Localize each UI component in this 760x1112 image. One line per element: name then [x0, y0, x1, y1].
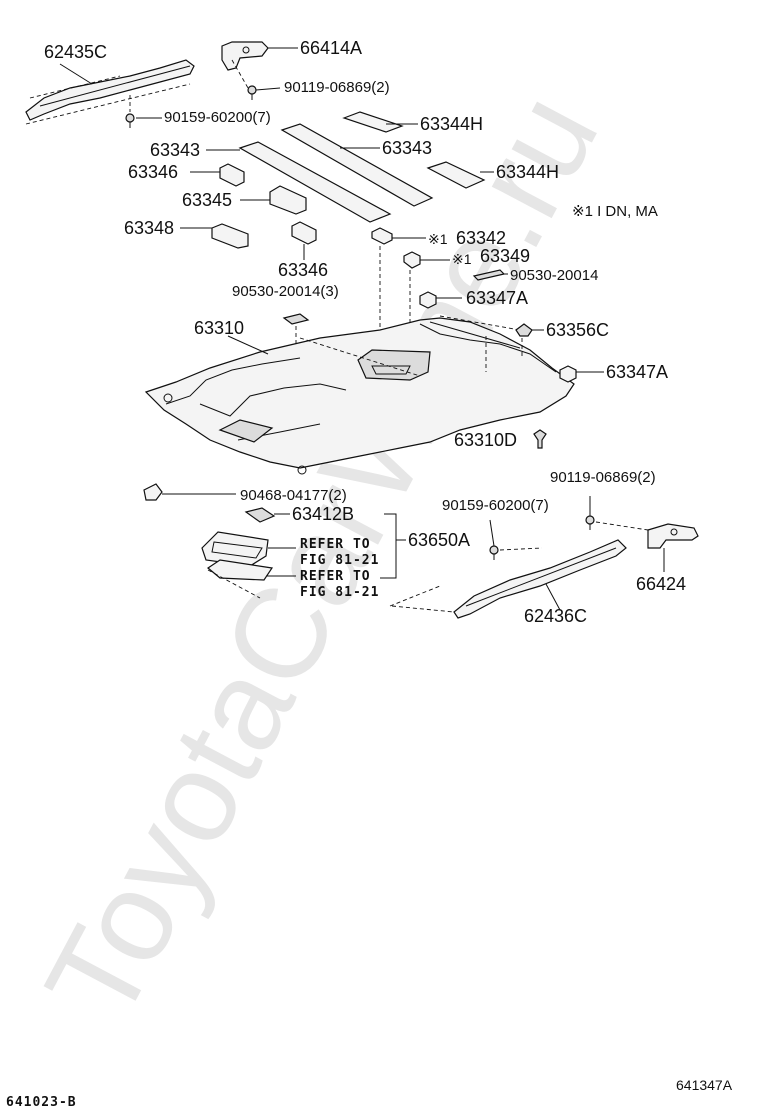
- refer-to-line-2: REFER TO: [300, 569, 371, 584]
- label-90530-20014: 90530-20014: [510, 267, 598, 284]
- label-63412b: 63412B: [292, 504, 354, 524]
- label-90530-20014-3: 90530-20014(3): [232, 283, 339, 300]
- screw-icon: [247, 85, 257, 100]
- mark-label-63349: ※1: [452, 251, 472, 267]
- label-63310d: 63310D: [454, 430, 517, 450]
- label-63344h-right: 63344H: [496, 162, 559, 182]
- block-63348: [211, 223, 249, 249]
- block-63346-upper: [219, 163, 245, 187]
- label-63349: 63349: [480, 246, 530, 266]
- label-63650a: 63650A: [408, 530, 470, 550]
- label-63348: 63348: [124, 218, 174, 238]
- bracket-66414a-drawing: [221, 41, 269, 71]
- label-63343-left: 63343: [150, 140, 200, 160]
- label-62436c: 62436C: [524, 606, 587, 626]
- refer-to-line-1: REFER TO: [300, 537, 371, 552]
- pad-63343-long-1: [280, 123, 434, 207]
- room-lamp-drawing: [201, 531, 274, 581]
- label-63343-right: 63343: [382, 138, 432, 158]
- label-90159-60200-upper: 90159-60200(7): [164, 109, 271, 126]
- bulb-63412b-icon: [244, 507, 276, 523]
- label-66414a: 66414A: [300, 38, 362, 58]
- screw-icon: [585, 515, 595, 530]
- label-63347a-lower: 63347A: [606, 362, 668, 382]
- footer-left-code: 641023-B: [6, 1095, 77, 1110]
- mark-label-63342: ※1: [428, 231, 448, 247]
- block-63345: [269, 185, 307, 215]
- label-90119-06869-upper: 90119-06869(2): [284, 79, 390, 96]
- label-90159-60200-lower: 90159-60200(7): [442, 497, 549, 514]
- label-90119-06869-lower: 90119-06869(2): [550, 469, 656, 486]
- label-66424: 66424: [636, 574, 686, 594]
- assist-grip-62435c-drawing: [25, 59, 195, 125]
- pad-63343-long-2: [238, 141, 392, 223]
- block-63346-lower: [291, 221, 317, 245]
- pad-63342: [371, 227, 393, 245]
- label-62435c: 62435C: [44, 42, 107, 62]
- footer-right-code: 641347A: [676, 1077, 733, 1093]
- clip-63310d-icon: [533, 429, 547, 449]
- clip-90468-icon: [143, 483, 163, 501]
- block-63347a-lower: [559, 365, 577, 383]
- label-63356c: 63356C: [546, 320, 609, 340]
- note-label: ※1 I DN, MA: [572, 203, 658, 220]
- pad-63344h-right: [426, 161, 486, 189]
- bracket-66424-drawing: [647, 523, 699, 549]
- label-63345: 63345: [182, 190, 232, 210]
- label-63346-lower: 63346: [278, 260, 328, 280]
- label-63344h-upper: 63344H: [420, 114, 483, 134]
- label-63342: 63342: [456, 228, 506, 248]
- screw-icon: [125, 113, 135, 128]
- label-63310: 63310: [194, 318, 244, 338]
- clip-63356c-icon: [515, 323, 533, 337]
- label-63347a-upper: 63347A: [466, 288, 528, 308]
- headliner-63310-drawing: [144, 317, 575, 475]
- label-90468-04177: 90468-04177(2): [240, 487, 347, 504]
- screw-icon: [489, 545, 499, 560]
- pad-63349: [403, 251, 421, 269]
- block-63347a-upper: [419, 291, 437, 309]
- pad-63344h-upper: [342, 111, 404, 133]
- label-63346-upper: 63346: [128, 162, 178, 182]
- refer-fig-line-2: FIG 81-21: [300, 585, 379, 600]
- clip-90530-3-icon: [282, 313, 310, 325]
- refer-fig-line-1: FIG 81-21: [300, 553, 379, 568]
- assist-grip-62436c-drawing: [453, 539, 627, 619]
